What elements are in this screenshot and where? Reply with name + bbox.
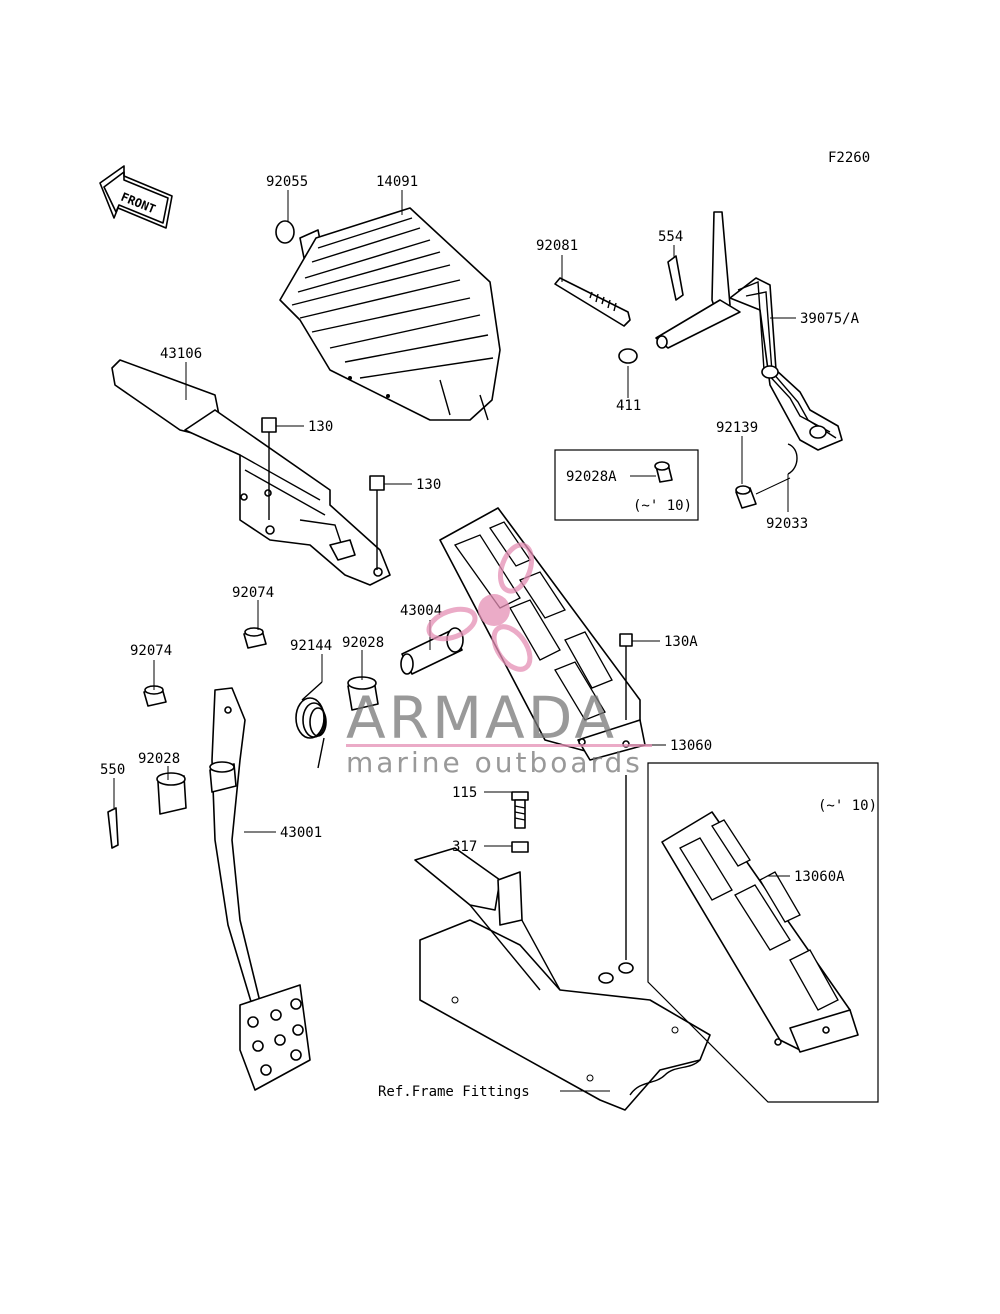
callout-317: 317 [452, 839, 477, 855]
callout-92081: 92081 [536, 238, 578, 254]
brake-pedal-43001 [209, 687, 311, 1091]
callout-130-b: 130 [416, 477, 441, 493]
watermark-brand: ARMADA [346, 684, 617, 752]
bolt-130-a [261, 417, 277, 520]
figure-code: F2260 [828, 150, 870, 166]
callout-92028a: 92028A [566, 469, 617, 485]
callout-43004: 43004 [400, 603, 442, 619]
callout-13060: 13060 [670, 738, 712, 754]
callout-550: 550 [100, 762, 125, 778]
callout-115: 115 [452, 785, 477, 801]
callout-ref-frame-fittings: Ref.Frame Fittings [378, 1084, 530, 1100]
bushing-92028-a [347, 676, 379, 711]
inset-large-note: (~' 10) [818, 798, 877, 814]
callout-14091: 14091 [376, 174, 418, 190]
callout-411: 411 [616, 398, 641, 414]
callout-labels: 92055 14091 92081 554 39075/A 411 43106 … [100, 174, 860, 1100]
frame-fittings [414, 847, 711, 1111]
collar-92139 [735, 485, 757, 509]
circlip-92033 [787, 443, 798, 475]
callout-92028-a: 92028 [342, 635, 384, 651]
inset-box-13060a: (~' 10) [647, 762, 879, 1103]
shaft-39075a [655, 211, 843, 451]
callout-92144: 92144 [290, 638, 332, 654]
callout-92139: 92139 [716, 420, 758, 436]
handbrake-lever-43106 [111, 359, 391, 586]
bushing-92028-b [156, 772, 187, 815]
callout-92055: 92055 [266, 174, 308, 190]
callout-13060a: 13060A [794, 869, 845, 885]
plug-92074-b [143, 685, 167, 707]
callout-130a: 130A [664, 634, 698, 650]
callout-43001: 43001 [280, 825, 322, 841]
cotter-pin-554 [667, 255, 684, 301]
inset-box-92028a: (~' 10) [554, 449, 699, 521]
spring-rod-92081 [554, 277, 631, 327]
callout-130-a: 130 [308, 419, 333, 435]
watermark-logo-icon [426, 542, 535, 672]
callout-43106: 43106 [160, 346, 202, 362]
watermark-tagline: marine outboards [346, 746, 643, 779]
cotter-pin-550 [107, 807, 119, 849]
callout-92033: 92033 [766, 516, 808, 532]
bolt-115 [511, 791, 529, 829]
washer-411 [618, 348, 638, 364]
watermark-rule [346, 744, 652, 747]
watermark: ARMADA marine outboards [346, 542, 652, 779]
front-arrow-icon: FRONT [99, 165, 173, 229]
spring-92144 [295, 681, 327, 769]
inset-small-note: (~' 10) [633, 498, 692, 514]
callout-92074-b: 92074 [130, 643, 172, 659]
callout-92028-b: 92028 [138, 751, 180, 767]
callout-92074-a: 92074 [232, 585, 274, 601]
boot-14091 [275, 207, 501, 421]
nut-317 [511, 841, 529, 853]
plug-92074-a [243, 627, 267, 649]
callout-39075a: 39075/A [800, 311, 860, 327]
bolt-130a [619, 633, 633, 960]
callout-554: 554 [658, 229, 683, 245]
bolt-130-b [369, 475, 385, 570]
